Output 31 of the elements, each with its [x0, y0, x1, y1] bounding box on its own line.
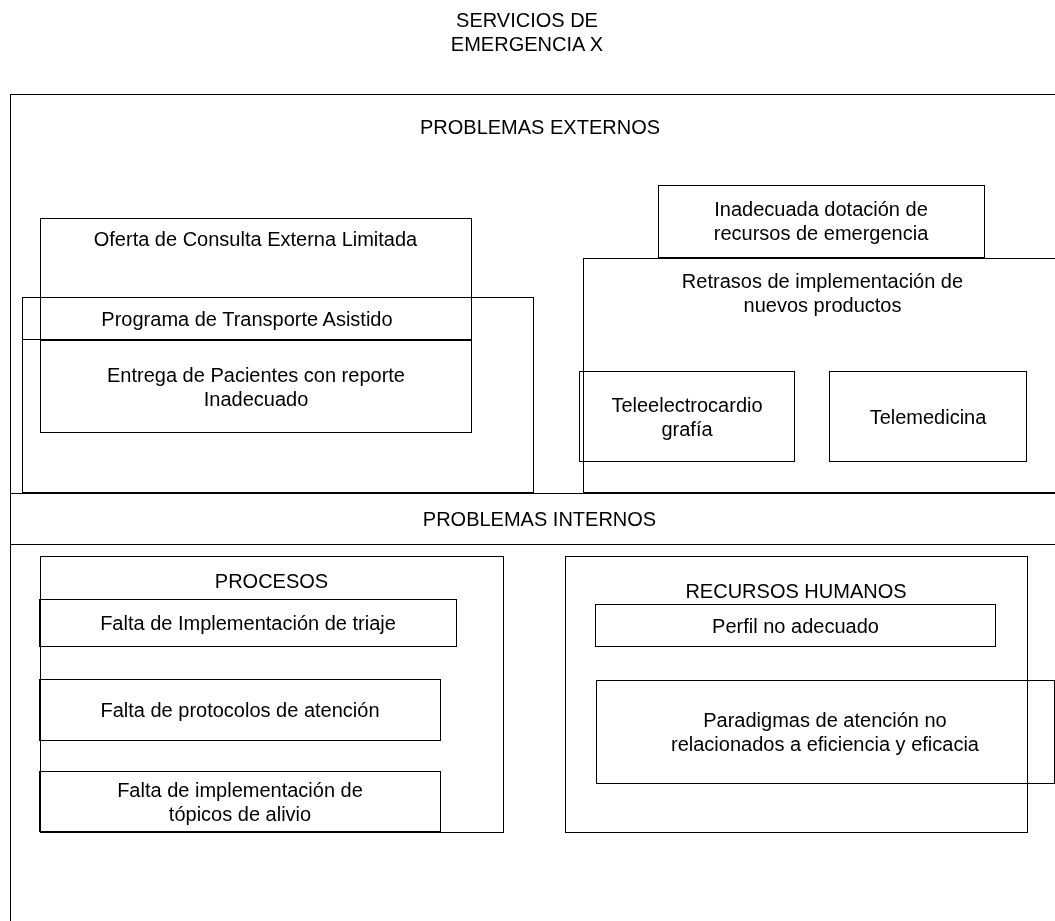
box-text: Paradigmas de atención no relacionados a eficiencia y eficacia [670, 707, 980, 756]
text-box [657, 184, 985, 258]
box-text: Entrega de Pacientes con reporte Inadecuado [106, 362, 406, 411]
box-text: Inadecuada dotación de recursos de emergencia [712, 197, 930, 245]
group-box [582, 257, 1055, 493]
group-box [21, 296, 534, 493]
box-text: Falta de Implementación de triaje [100, 611, 396, 635]
text-box [829, 371, 1027, 462]
box-text: Programa de Transporte Asistido [101, 306, 393, 331]
box-text: Falta de implementación de tópicos de alivio [116, 777, 364, 826]
group-box [564, 555, 1028, 833]
box-heading: Oferta de Consulta Externa Limitada [93, 226, 418, 251]
box-heading: RECURSOS HUMANOS [685, 578, 907, 603]
group-box [39, 555, 504, 833]
box-text: Perfil no adecuado [712, 613, 879, 638]
text-box [39, 679, 441, 741]
box-text: Falta de protocolos de atención [100, 698, 380, 722]
outer-frame [10, 94, 1055, 921]
text-box [595, 679, 1055, 784]
box-heading: PROCESOS [214, 568, 329, 593]
box-heading: Retrasos de implementación de nuevos productos [680, 268, 965, 317]
box-text: Telemedicina [869, 404, 987, 429]
box-heading: PROBLEMAS EXTERNOS [419, 115, 661, 139]
box-text: Teleelectrocardio grafía [610, 392, 764, 441]
box-text: PROBLEMAS INTERNOS [422, 506, 657, 531]
text-box [579, 371, 795, 462]
text-box [39, 771, 441, 832]
section-band [9, 492, 1055, 545]
text-box [39, 599, 457, 647]
text-box [595, 604, 996, 647]
diagram-title: SERVICIOS DE EMERGENCIA X [449, 8, 605, 56]
